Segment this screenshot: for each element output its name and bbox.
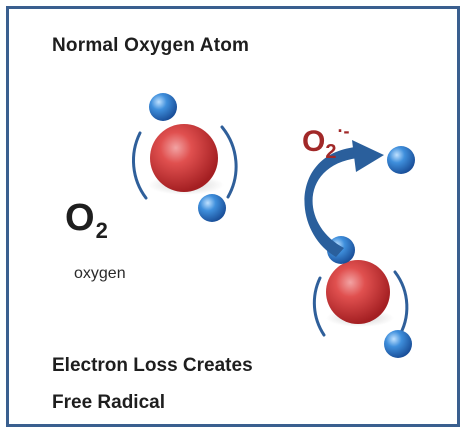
- lost-electron: [387, 146, 415, 174]
- free-radical-molecule: [312, 146, 415, 358]
- formula-subscript: 2: [95, 218, 108, 243]
- oxygen-name-label: oxygen: [74, 265, 126, 282]
- orbit-arc-left: [312, 276, 326, 337]
- oxygen-formula: O2: [65, 197, 108, 243]
- orbit-arc-right: [220, 125, 238, 199]
- orbit-arc-right: [393, 270, 409, 340]
- electron: [384, 330, 412, 358]
- nucleus: [326, 260, 390, 324]
- formula-symbol: O: [302, 125, 326, 158]
- caption-line-1: Electron Loss Creates: [52, 355, 253, 376]
- electron-loss-arrow: [304, 140, 384, 257]
- caption-line-2: Free Radical: [52, 392, 165, 413]
- electron: [149, 93, 177, 121]
- radical-formula: O2·-: [302, 121, 349, 163]
- oxygen-molecule: [132, 93, 238, 222]
- formula-subscript: 2: [325, 141, 337, 163]
- electron: [198, 194, 226, 222]
- diagram-frame: [6, 6, 460, 427]
- formula-symbol: O: [65, 197, 95, 239]
- formula-superscript: ·-: [337, 121, 350, 141]
- orbit-arc-left: [132, 131, 148, 200]
- nucleus: [150, 124, 218, 192]
- diagram-title: Normal Oxygen Atom: [52, 35, 250, 56]
